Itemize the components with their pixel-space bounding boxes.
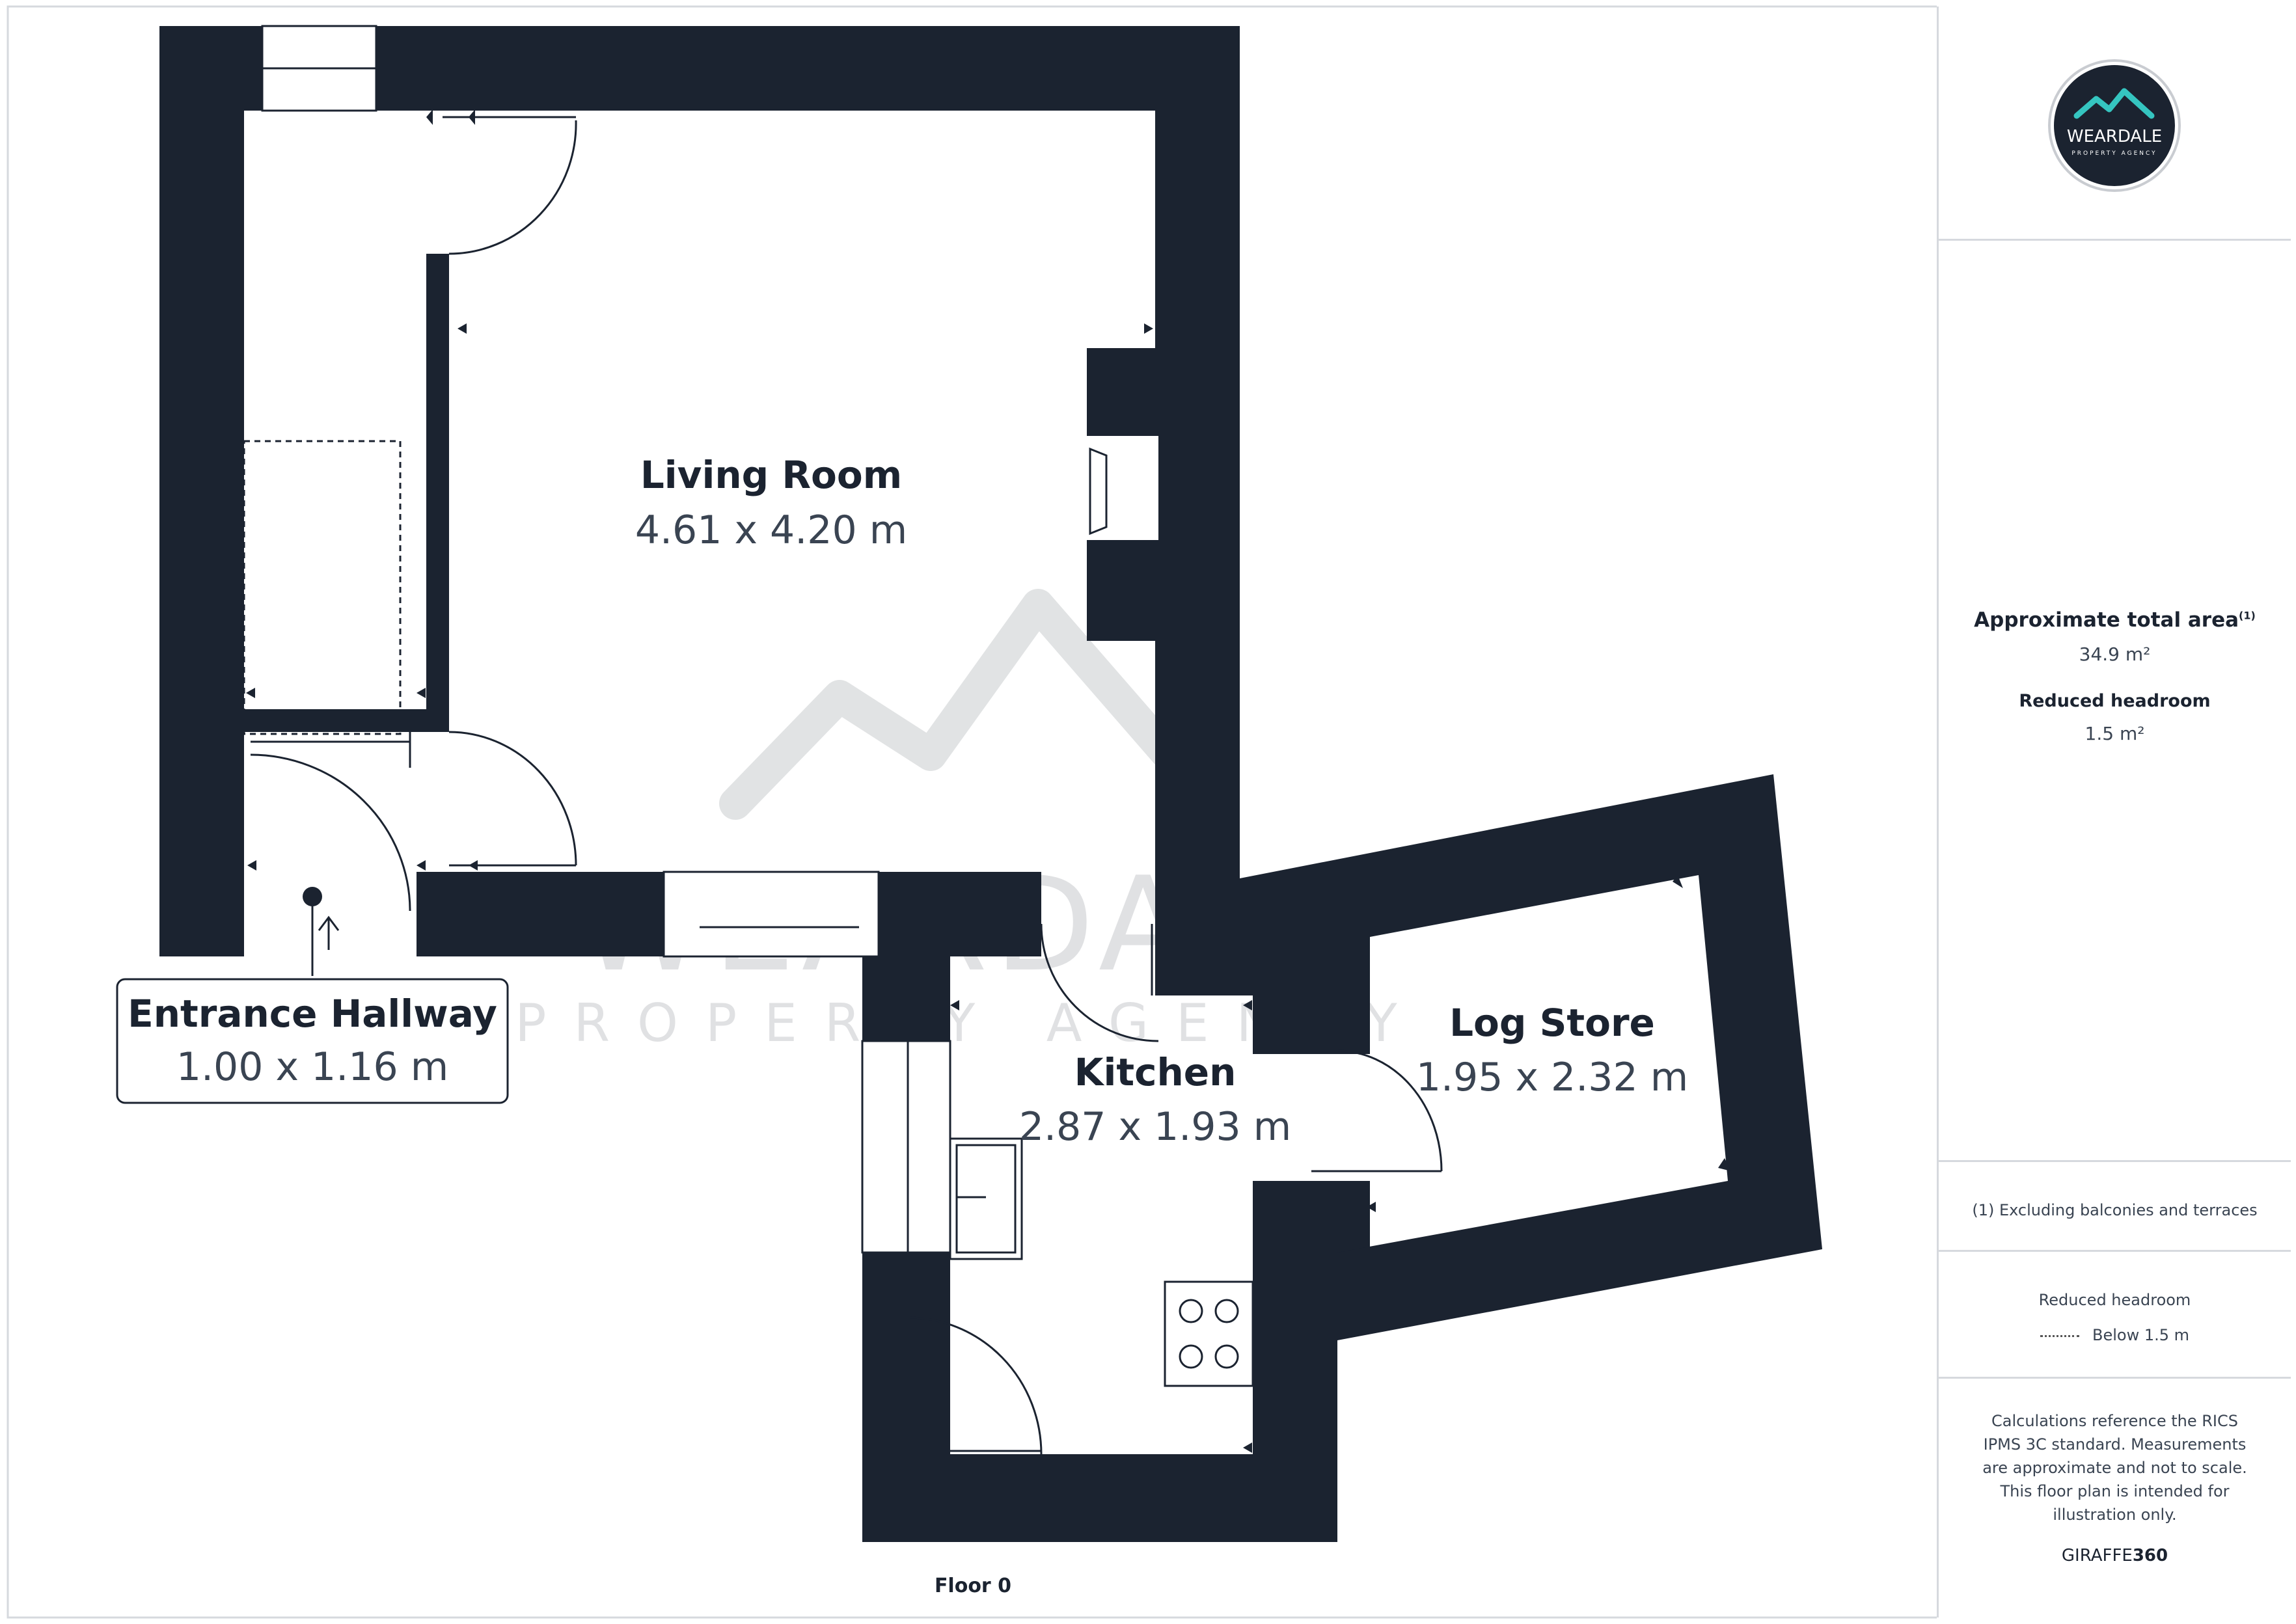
entrance-hallway-dims: 1.00 x 1.16 m [176, 1044, 448, 1090]
kitchen-fittings [949, 1137, 1254, 1387]
divider [1939, 1160, 2291, 1162]
legend-item: Below 1.5 m [1939, 1323, 2291, 1347]
reduced-headroom-title: Reduced headroom [2019, 691, 2211, 711]
legend-title: Reduced headroom [2038, 1291, 2191, 1309]
divider [1939, 1250, 2291, 1252]
disclaimer-block: Calculations reference the RICS IPMS 3C … [1939, 1409, 2291, 1565]
floor-label: Floor 0 [935, 1575, 1011, 1597]
openings [261, 25, 1158, 1254]
walls [159, 26, 1822, 1542]
area-title-superscript: (1) [2239, 609, 2256, 622]
divider [1939, 239, 2291, 241]
entrance-hallway-label-box [116, 978, 509, 1104]
log-store-name: Log Store [1449, 1001, 1655, 1045]
reduced-headroom-value: 1.5 m² [2084, 723, 2145, 744]
logo-sub: PROPERTY AGENCY [2071, 150, 2157, 157]
divider [1939, 1377, 2291, 1379]
info-sidebar: WEARDALE PROPERTY AGENCY Approximate tot… [1937, 7, 2291, 1617]
door-swings [250, 116, 1443, 1455]
kitchen-name: Kitchen [1074, 1050, 1237, 1094]
sink [949, 1137, 1023, 1260]
living-room-name: Living Room [640, 453, 902, 497]
floor-plan: WEARDALE PROPERTY AGENCY [7, 5, 1937, 1619]
weardale-logo: WEARDALE PROPERTY AGENCY [2048, 59, 2181, 192]
hob [1164, 1280, 1254, 1387]
page-border [7, 5, 1937, 1619]
dotted-line-icon [2040, 1334, 2079, 1337]
entrance-marker [303, 887, 340, 976]
legend: Reduced headroom Below 1.5 m [1939, 1288, 2291, 1347]
logo-word: WEARDALE [2067, 127, 2162, 146]
logo-mountain-icon [2073, 88, 2155, 119]
reduced-headroom-area [243, 440, 402, 735]
disclaimer: Calculations reference the RICS IPMS 3C … [1982, 1412, 2247, 1524]
entrance-hallway-name: Entrance Hallway [128, 992, 497, 1036]
living-room-dims: 4.61 x 4.20 m [635, 508, 907, 553]
area-title: Approximate total area(1) [1974, 608, 2256, 632]
area-summary: Approximate total area(1) 34.9 m² Reduce… [1939, 608, 2291, 744]
area-value: 34.9 m² [2079, 643, 2151, 665]
log-store-dims: 1.95 x 2.32 m [1416, 1055, 1688, 1100]
giraffe360-credit: GIRAFFE360 [2061, 1546, 2168, 1565]
footnote: (1) Excluding balconies and terraces [1972, 1201, 2258, 1219]
kitchen-dims: 2.87 x 1.93 m [1019, 1104, 1291, 1150]
markers [246, 109, 1731, 1453]
